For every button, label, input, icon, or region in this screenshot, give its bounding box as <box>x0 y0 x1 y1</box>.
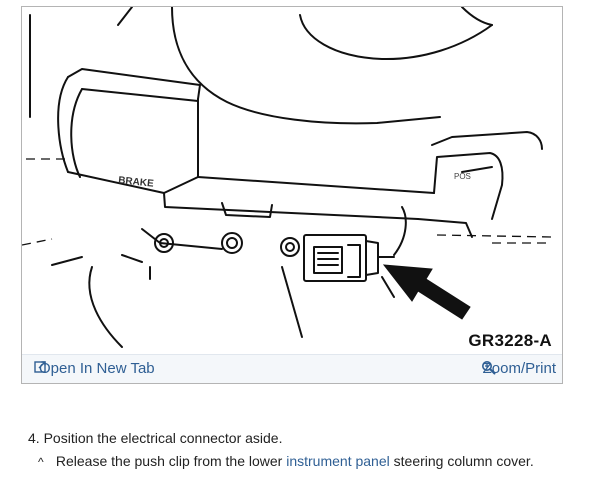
step-text: Position the electrical connector aside. <box>43 430 283 446</box>
figure-toolbar: Open In New Tab Zoom/Print <box>22 354 562 383</box>
instruction-step: 4. Position the electrical connector asi… <box>28 430 283 446</box>
figure-code: GR3228-A <box>468 331 552 350</box>
step-number: 4. <box>28 430 40 446</box>
module-small-label: POS <box>454 172 471 181</box>
illustration-figure: BRAKE POS GR3228-A Open In New Tab <box>21 6 563 384</box>
brake-pedal-connector-illustration: BRAKE POS <box>22 7 553 348</box>
substep-bullet: ^ <box>38 455 44 469</box>
instrument-panel-link[interactable]: instrument panel <box>286 453 390 469</box>
instruction-substep: ^ Release the push clip from the lower i… <box>38 453 534 469</box>
substep-text-before: Release the push clip from the lower <box>55 453 283 469</box>
zoom-print-label: Zoom/Print <box>482 360 556 377</box>
open-in-new-tab-label: Open In New Tab <box>39 360 155 377</box>
substep-text-after: steering column cover. <box>393 453 534 469</box>
brake-embossed-label: BRAKE <box>118 175 155 190</box>
zoom-print-link[interactable]: Zoom/Print <box>481 360 556 377</box>
open-in-new-tab-link[interactable]: Open In New Tab <box>34 360 155 377</box>
